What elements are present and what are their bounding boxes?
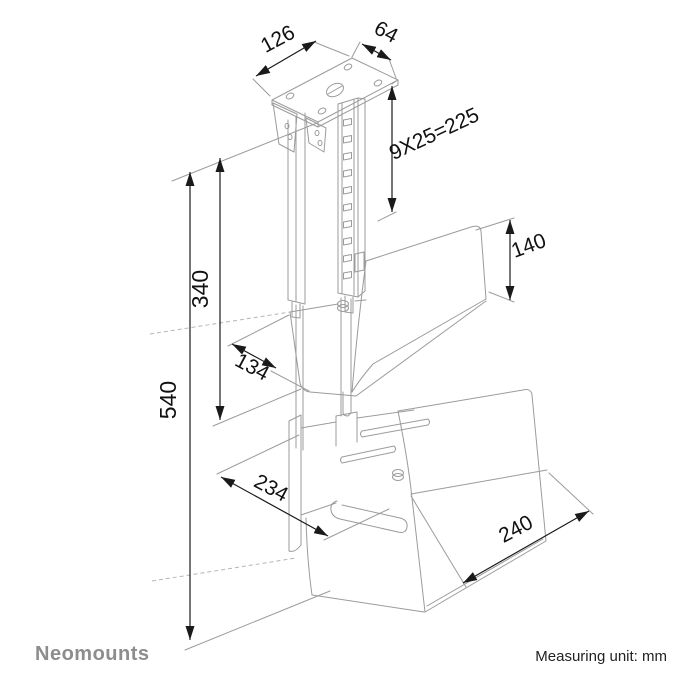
dim-line-holder-width: [462, 510, 590, 584]
dimension-label-shelf-depth: 134: [231, 349, 273, 386]
dim-line-plate-depth: [361, 43, 392, 61]
lower-column: [295, 297, 352, 451]
floor-slot: [360, 418, 430, 438]
floor-slot: [340, 445, 396, 464]
dim-line-shelf-depth: [231, 343, 277, 369]
dimension-label-holder-depth: 234: [250, 470, 292, 507]
dim-line-plate-width: [255, 40, 317, 77]
center-hole: [326, 82, 344, 98]
dimension-labels: 126 64 9X25=225 140 340 540 134 234 240: [155, 17, 549, 548]
extension-lines: [171, 41, 594, 651]
shelf-knob: [337, 300, 349, 308]
dimension-label-upper-section-height: 340: [187, 270, 213, 308]
upper-column: [287, 97, 366, 319]
dimension-label-shelf-back-height: 140: [508, 229, 549, 263]
adjustment-hole-strip: [343, 118, 365, 280]
slider-clip: [354, 251, 365, 273]
keyboard-shelf: [289, 225, 487, 397]
dimension-label-holder-width: 240: [495, 511, 537, 548]
dimension-label-adjustment-slots: 9X25=225: [386, 103, 483, 165]
brand-logo: Neomounts: [35, 643, 150, 665]
measuring-unit-label: Measuring unit: mm: [535, 648, 667, 665]
dim-line-holder-depth: [220, 476, 329, 537]
dimension-label-total-height: 540: [155, 381, 181, 419]
top-plate: [271, 57, 399, 128]
dimension-label-plate-width: 126: [257, 21, 299, 58]
plate-gussets: [272, 102, 327, 153]
holder-knob: [392, 469, 404, 477]
dimension-lines: [185, 40, 590, 640]
cpu-holder: [288, 389, 548, 613]
dimension-label-plate-depth: 64: [370, 17, 402, 48]
